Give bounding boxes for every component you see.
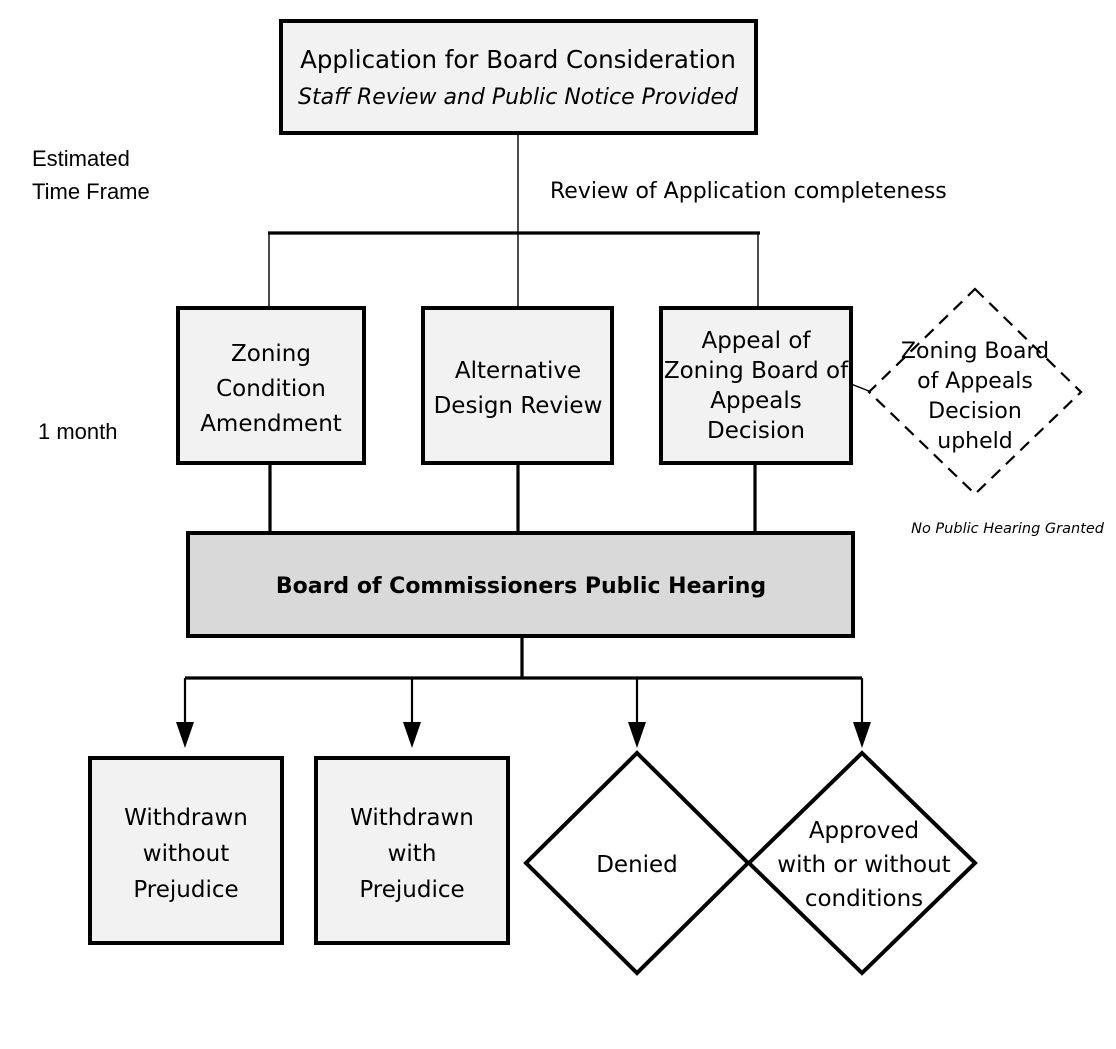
box-withdrawn-with-prejudice-line2: with — [388, 841, 437, 867]
box-application-heading: Application for Board Consideration — [300, 45, 736, 74]
label-no-public-hearing-granted: No Public Hearing Granted — [911, 521, 1105, 537]
box-withdrawn-with-prejudice[interactable] — [314, 756, 510, 945]
label-one-month: 1 month — [38, 419, 118, 444]
diamond-denied-label: Denied — [596, 852, 678, 878]
arrow-denied — [628, 678, 646, 748]
diamond-upheld-line1: Zoning Board — [901, 339, 1049, 364]
diamond-zoning-board-decision-upheld[interactable] — [867, 287, 1083, 496]
box-withdrawn-with-prejudice-line3: Prejudice — [359, 877, 464, 903]
diamond-approved-line3: conditions — [805, 886, 923, 912]
box-alternative-design-review-line2: Design Review — [434, 393, 603, 419]
box-withdrawn-without-prejudice[interactable] — [88, 756, 284, 945]
box-zoning-condition-amendment[interactable] — [176, 306, 366, 465]
bar-board-of-commissioners-public-hearing[interactable] — [186, 531, 855, 638]
box-withdrawn-without-prejudice-line1: Withdrawn — [124, 805, 248, 831]
diamond-approved-with-or-without-conditions[interactable] — [746, 750, 978, 976]
box-application-subheading: Staff Review and Public Notice Provided — [298, 85, 739, 110]
label-estimated-time-frame-line2: Time Frame — [32, 179, 150, 204]
diamond-upheld-line4: upheld — [937, 429, 1012, 454]
box-withdrawn-with-prejudice-line1: Withdrawn — [350, 805, 474, 831]
box-alternative-design-review-line1: Alternative — [455, 358, 581, 384]
arrow-withdrawn-with-prejudice — [403, 678, 421, 748]
box-zoning-condition-amendment-line3: Amendment — [200, 411, 342, 437]
box-appeal-line2: Zoning Board of — [664, 358, 849, 384]
diamond-approved-line1: Approved — [809, 818, 919, 844]
box-withdrawn-without-prejudice-line2: without — [143, 841, 229, 867]
box-appeal-line1: Appeal of — [701, 328, 811, 354]
box-zoning-condition-amendment-line1: Zoning — [231, 341, 311, 367]
label-estimated-time-frame-line1: Estimated — [32, 146, 130, 171]
box-withdrawn-without-prejudice-line3: Prejudice — [133, 877, 238, 903]
diamond-denied[interactable] — [523, 750, 751, 976]
diamond-upheld-line2: of Appeals — [917, 369, 1033, 394]
diamond-upheld-line3: Decision — [928, 399, 1022, 424]
box-zoning-condition-amendment-line2: Condition — [216, 376, 326, 402]
box-appeal-line4: Decision — [707, 418, 805, 444]
diamond-approved-line2: with or without — [777, 852, 950, 878]
arrow-withdrawn-without-prejudice — [176, 678, 194, 748]
box-application-for-board-consideration[interactable] — [279, 19, 758, 135]
box-appeal-line3: Appeals — [710, 388, 802, 414]
arrow-approved — [853, 678, 871, 748]
box-alternative-design-review[interactable] — [421, 306, 614, 465]
bar-hearing-label: Board of Commissioners Public Hearing — [276, 574, 766, 599]
box-appeal-of-zoning-board-of-appeals-decision[interactable] — [659, 306, 853, 465]
label-review-of-application-completeness: Review of Application completeness — [550, 179, 947, 204]
